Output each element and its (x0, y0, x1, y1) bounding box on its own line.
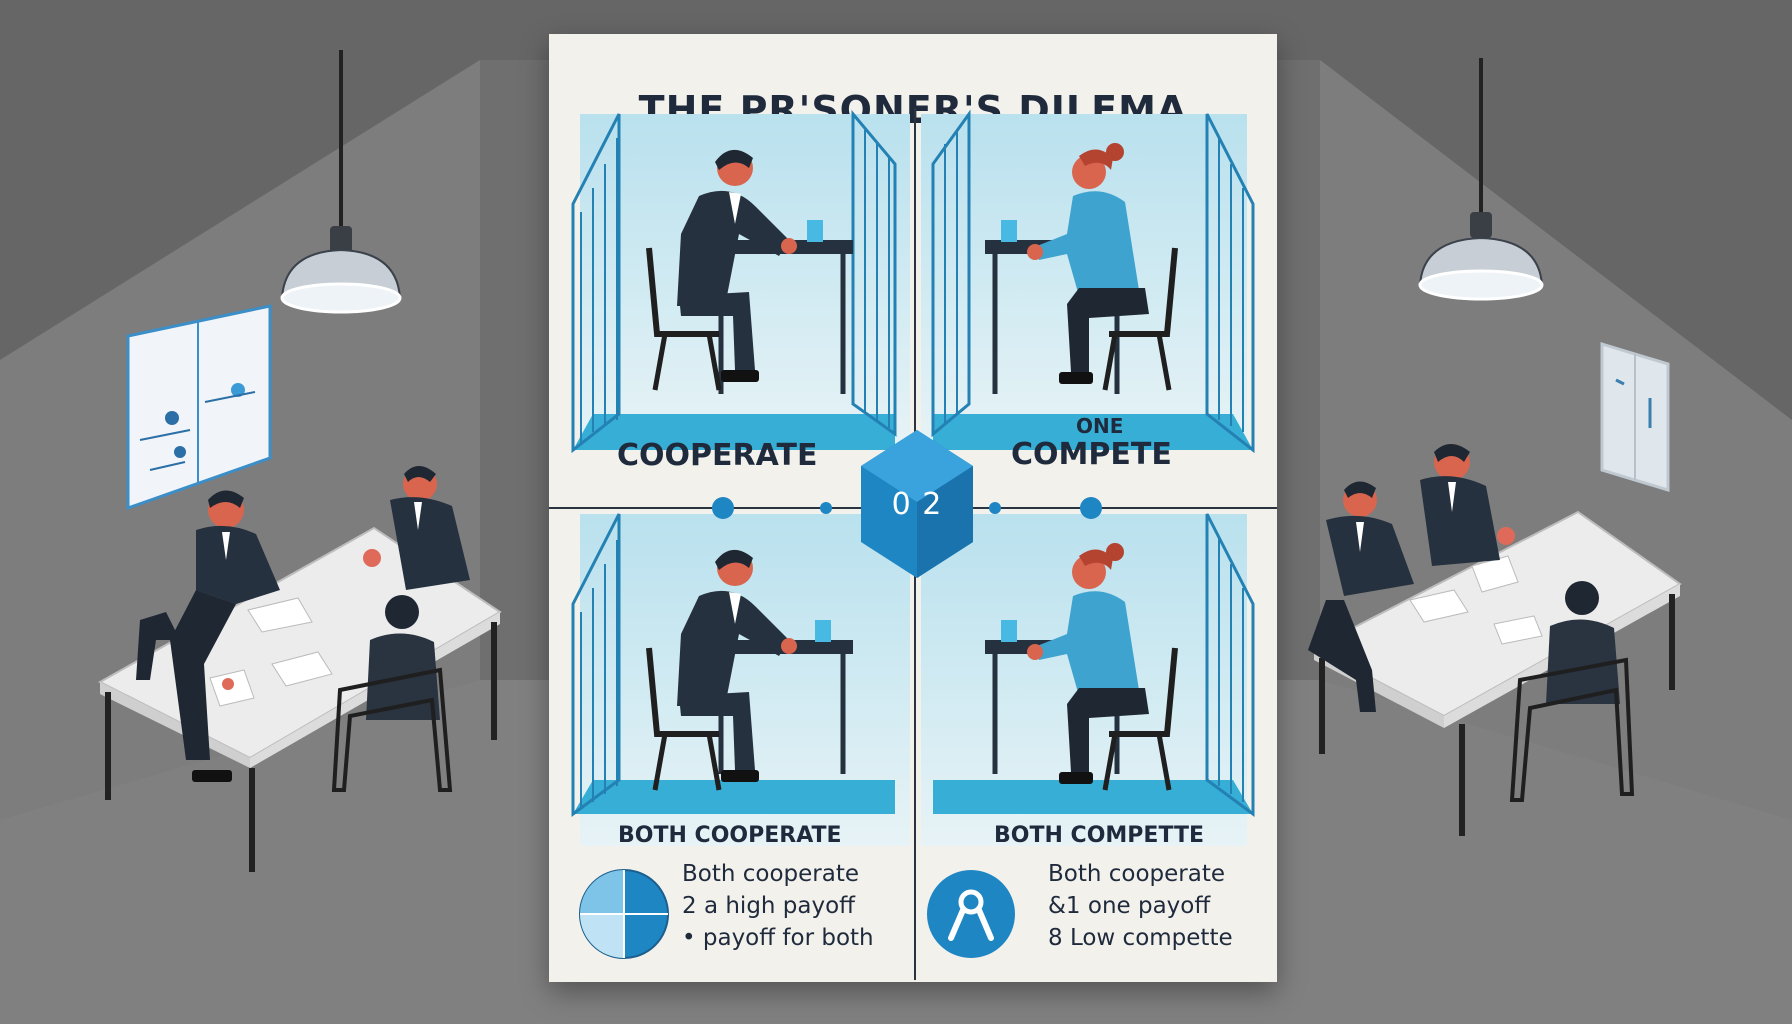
label-both-compete: BOTH COMPETTE (994, 823, 1204, 848)
cell-top-right (921, 109, 1255, 454)
lamp-glow-right (1418, 269, 1544, 301)
center-hex-badge: 0 2 (861, 430, 973, 578)
connector-dot (712, 497, 734, 519)
prisoners-dilemma-poster: THE PR'SONER'S DILEMA (549, 34, 1277, 982)
connector-dot (989, 502, 1001, 514)
poster-artwork (549, 108, 1277, 980)
outcome-description-left: Both cooperate 2 a high payoff • payoff … (682, 858, 874, 954)
left-interrogation-table (97, 466, 502, 872)
outcome-line: Both cooperate (1048, 861, 1226, 887)
outcome-line: &1 one payoff (1048, 893, 1211, 919)
cell-bottom-left (571, 513, 910, 846)
pie-chart-icon (579, 869, 669, 959)
lamp-glow-left (280, 282, 402, 314)
right-interrogation-table (1308, 444, 1682, 836)
cell-bottom-right (921, 513, 1255, 846)
lamp-cap-right (1470, 212, 1492, 238)
label-cooperate: COOPERATE (617, 438, 818, 473)
outcome-line: Both cooperate (682, 861, 860, 887)
connector-dot (1080, 497, 1102, 519)
lamp-cap-left (330, 226, 352, 254)
outcome-description-right: Both cooperate &1 one payoff 8 Low compe… (1048, 858, 1233, 954)
center-badge-text: 0 2 (891, 486, 943, 522)
outcome-line: 8 Low compette (1048, 925, 1233, 951)
window-right (1600, 341, 1670, 493)
connector-dot (820, 502, 832, 514)
label-compete: COMPETE (1011, 437, 1172, 472)
ceiling (0, 0, 1792, 420)
cell-top-left (571, 109, 910, 454)
whiteboard-left (126, 304, 272, 511)
label-one: ONE (1076, 414, 1124, 438)
ribbon-badge-icon (927, 870, 1015, 958)
outcome-line: • payoff for both (682, 925, 874, 951)
label-both-cooperate: BOTH COOPERATE (618, 823, 842, 848)
outcome-line: 2 a high payoff (682, 893, 856, 919)
